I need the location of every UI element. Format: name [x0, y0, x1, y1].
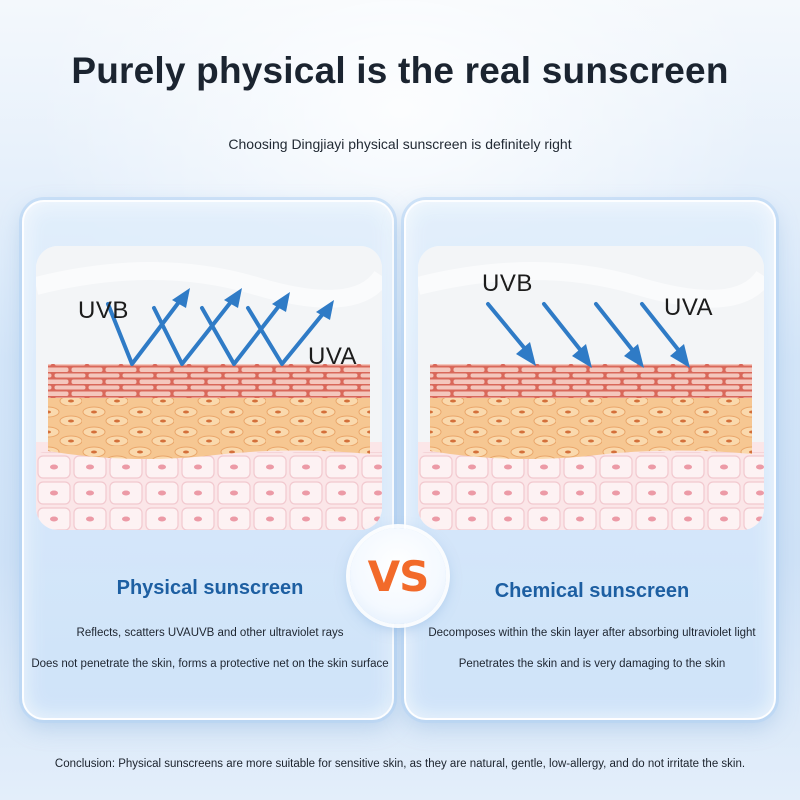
page-subtitle: Choosing Dingjiayi physical sunscreen is… — [228, 136, 572, 152]
penetrating-uv-arrows — [486, 302, 682, 354]
subcutaneous-layer — [48, 396, 370, 460]
vs-badge: VS — [350, 528, 446, 624]
chemical-skin-illustration: UVB UVA — [418, 246, 764, 530]
conclusion-text: Conclusion: Physical sunscreens are more… — [54, 758, 746, 770]
physical-desc-1: Reflects, scatters UVAUVB and other ultr… — [76, 627, 344, 639]
uvb-label: UVB — [482, 270, 533, 297]
chemical-desc-2: Penetrates the skin and is very damaging… — [458, 658, 726, 670]
epidermis-layer — [430, 364, 752, 398]
reflecting-uv-arrows — [106, 296, 328, 366]
chemical-sunscreen-title: Chemical sunscreen — [494, 580, 690, 602]
physical-desc-2: Does not penetrate the skin, forms a pro… — [31, 658, 389, 670]
chemical-desc-1: Decomposes within the skin layer after a… — [428, 627, 756, 639]
skin-layers-penetrate-diagram — [418, 246, 764, 530]
physical-sunscreen-title: Physical sunscreen — [116, 577, 304, 599]
dermis-layer — [36, 446, 382, 530]
physical-skin-illustration: UVB UVA — [36, 246, 382, 530]
epidermis-layer — [48, 364, 370, 398]
chemical-sunscreen-card: UVB UVA Chemical sunscreen Decomposes wi… — [404, 200, 776, 720]
uvb-label: UVB — [78, 297, 129, 324]
subcutaneous-layer — [430, 396, 752, 460]
dermis-layer — [418, 446, 764, 530]
uva-label: UVA — [664, 294, 714, 321]
skin-layers-reflect-diagram — [36, 246, 382, 530]
vs-label: VS — [367, 551, 430, 601]
uva-label: UVA — [308, 343, 358, 370]
page-title: Purely physical is the real sunscreen — [71, 50, 729, 91]
physical-sunscreen-card: UVB UVA Physical sunscreen Reflects, sca… — [22, 200, 394, 720]
